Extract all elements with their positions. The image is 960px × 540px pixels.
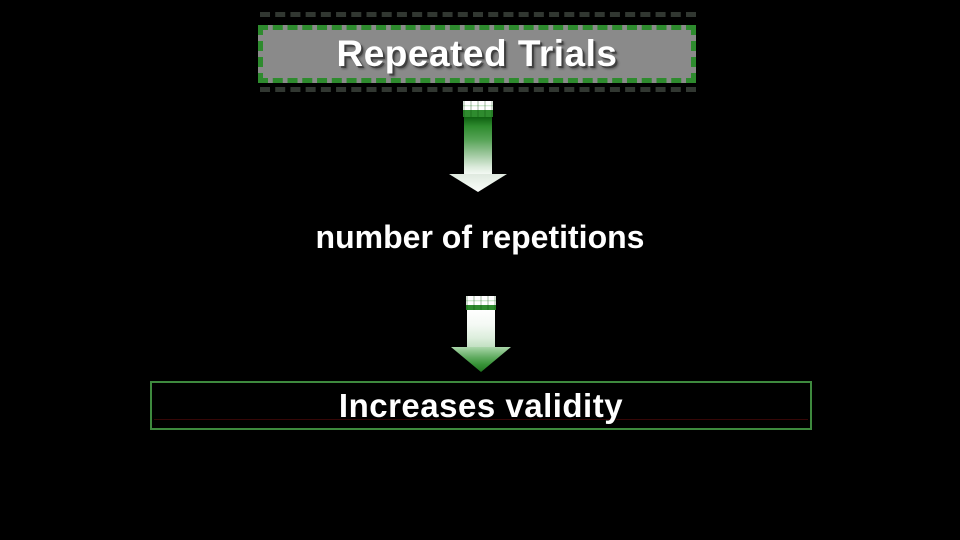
down-arrow-icon <box>451 296 511 372</box>
result-box: Increases validity <box>150 381 812 430</box>
middle-step-label: number of repetitions <box>315 218 645 255</box>
arrow-shaft <box>464 117 492 174</box>
result-label: Increases validity <box>338 386 624 424</box>
arrow-head <box>451 347 511 372</box>
title-box: Repeated Trials <box>258 25 696 83</box>
faint-divider-line <box>154 419 808 420</box>
page-title: Repeated Trials <box>336 33 618 74</box>
arrow-cap-stripes <box>463 101 493 117</box>
dashed-shadow-line-bottom <box>260 87 696 92</box>
down-arrow-icon <box>449 101 507 192</box>
arrow-cap-stripes <box>466 296 496 310</box>
dashed-shadow-line-top <box>260 12 696 17</box>
arrow-head <box>449 174 507 192</box>
arrow-shaft <box>467 310 495 347</box>
